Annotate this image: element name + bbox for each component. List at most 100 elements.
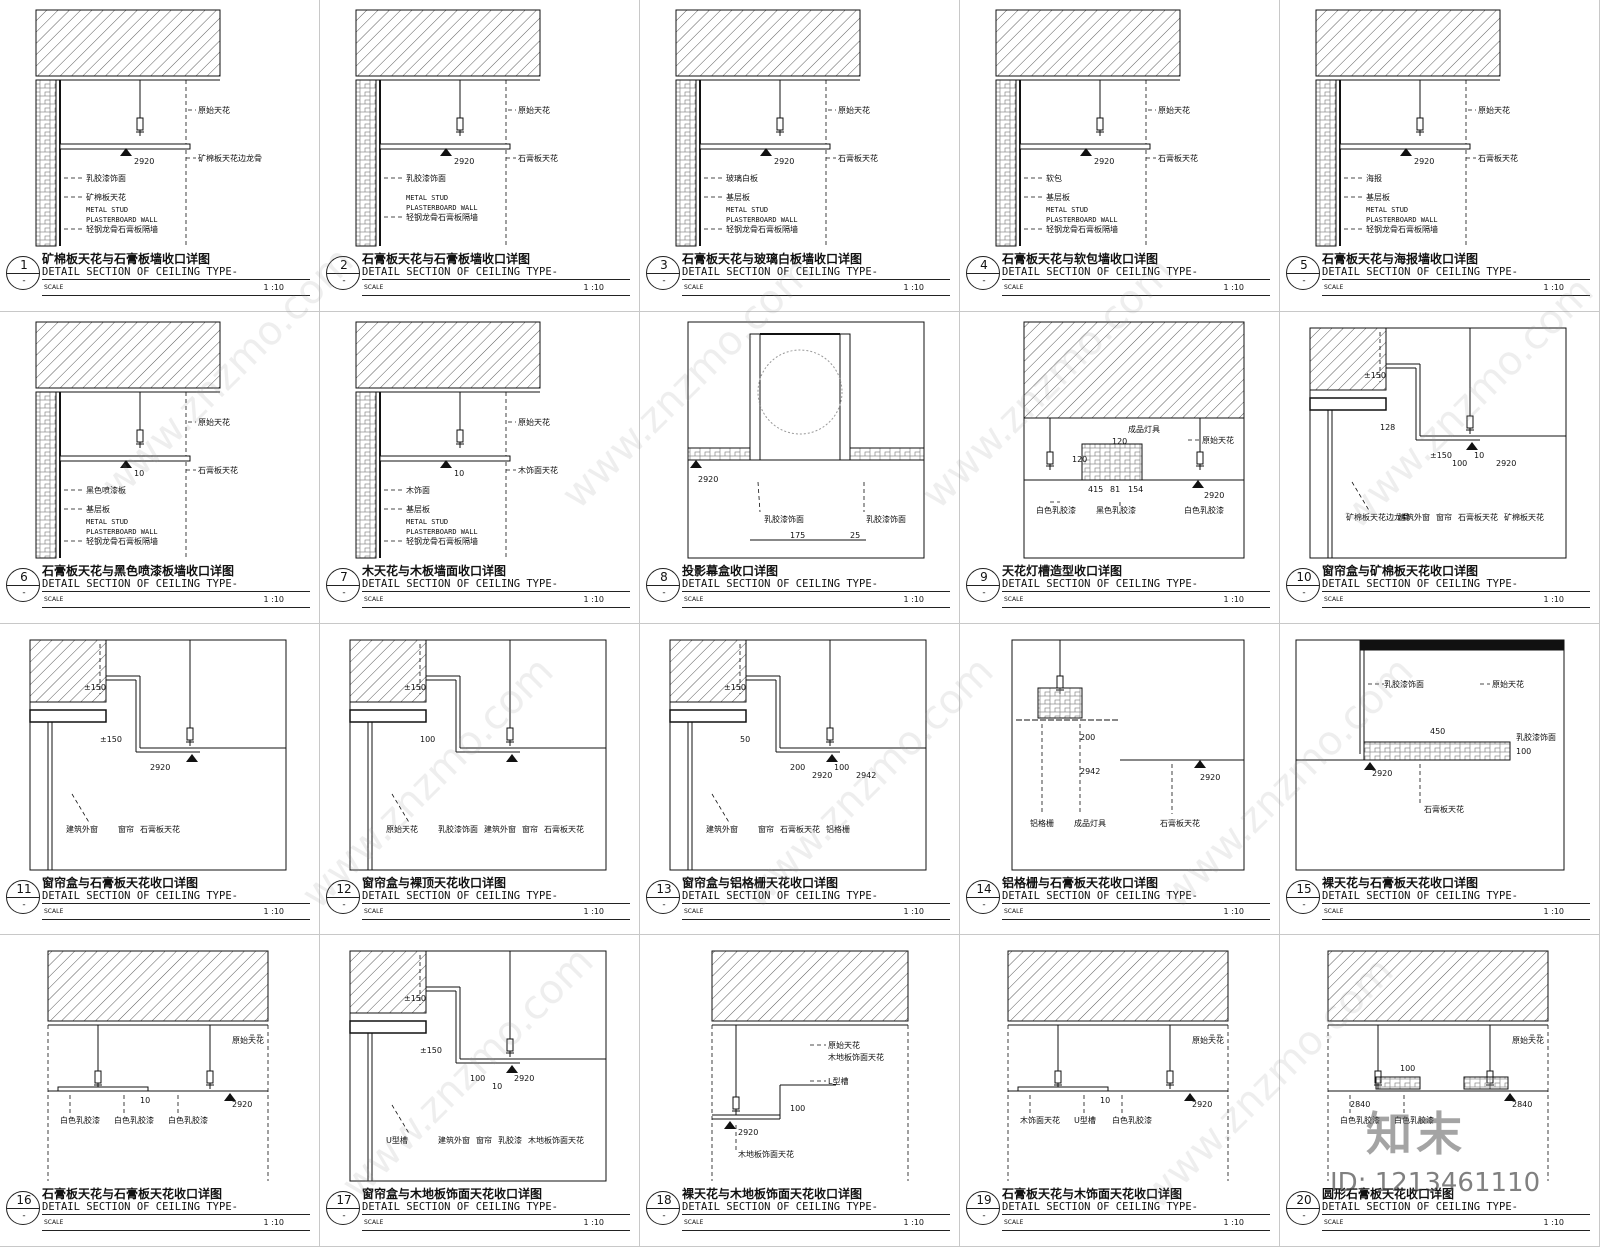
sheet-ref: -	[342, 1211, 346, 1222]
scale-label: SCALE	[1324, 907, 1344, 915]
detail-title: 石膏板天花与玻璃白板墙收口详图	[682, 252, 863, 266]
callout-label: 窗帘	[476, 1135, 492, 1145]
sheet-ref: -	[1302, 276, 1306, 286]
detail-title-en: DETAIL SECTION OF CEILING TYPE-	[682, 266, 878, 278]
detail-title: 窗帘盒与矿棉板天花收口详图	[1322, 563, 1479, 578]
title-rule	[362, 279, 630, 280]
title-rule	[42, 1214, 310, 1216]
callout-label: 石膏板天花	[518, 153, 558, 163]
callout-label: METAL STUD	[406, 194, 448, 202]
level-marker-icon	[506, 1065, 518, 1074]
detail-title: 窗帘盒与铝格栅天花收口详图	[682, 875, 839, 890]
detail-title-en: DETAIL SECTION OF CEILING TYPE-	[682, 1201, 878, 1214]
callout-label: 窗帘	[522, 824, 538, 834]
sheet-ref: -	[1302, 1211, 1306, 1222]
callout-label: 窗帘	[118, 824, 134, 834]
callout-label: 2920	[1372, 769, 1392, 778]
callout-label: 石膏板天花	[780, 824, 820, 834]
level-marker-icon	[440, 148, 452, 156]
detail-number-circle: 3-	[646, 256, 680, 290]
section-drawing: 10028402840原始天花白色乳胶漆白色乳胶漆	[1327, 950, 1549, 1182]
scale-value: 1 :10	[583, 594, 604, 604]
level-marker-icon	[120, 459, 132, 468]
sheet-ref: -	[662, 1211, 666, 1222]
scale-value: 1 :10	[1543, 283, 1564, 292]
detail-title: 窗帘盒与石膏板天花收口详图	[42, 875, 199, 890]
section-drawing: ±150±150建筑外窗窗帘石膏板天花2920	[29, 639, 287, 870]
callout-label: PLASTERBOARD WALL	[726, 216, 798, 224]
detail-title-en: DETAIL SECTION OF CEILING TYPE-	[42, 889, 238, 902]
scale-label: SCALE	[684, 907, 704, 915]
callout-label: 2920	[1496, 459, 1516, 468]
callout-label: 原始天花	[518, 417, 550, 427]
scale-label: SCALE	[1004, 907, 1024, 915]
title-rule	[682, 918, 950, 920]
callout-label: PLASTERBOARD WALL	[1046, 216, 1118, 224]
detail-title-en: DETAIL SECTION OF CEILING TYPE-	[362, 1201, 558, 1214]
callout-label: ±150	[1430, 451, 1452, 460]
callout-label: 白色乳胶漆	[1112, 1115, 1152, 1125]
title-rule	[1322, 295, 1590, 296]
callout-label: 乳胶漆饰面	[86, 173, 126, 183]
callout-label: 木饰面天花	[1020, 1115, 1060, 1125]
callout-label: 轻钢龙骨石膏板隔墙	[406, 212, 478, 222]
title-rule	[1002, 279, 1270, 280]
detail-title-en: DETAIL SECTION OF CEILING TYPE-	[1322, 577, 1518, 590]
detail-number: 4	[980, 258, 988, 272]
callout-label: 81	[1110, 485, 1120, 494]
callout-label: L型槽	[828, 1076, 848, 1086]
scale-value: 1 :10	[263, 906, 284, 916]
detail-number: 14	[976, 881, 992, 896]
callout-label: 轻钢龙骨石膏板隔墙	[86, 224, 158, 234]
callout-label: ±150	[100, 735, 122, 744]
scale-label: SCALE	[684, 284, 704, 291]
callout-label: 原始天花	[1192, 1035, 1224, 1045]
title-rule	[362, 1230, 630, 1232]
detail-number: 7	[340, 569, 348, 584]
callout-label: 木饰面天花	[518, 465, 558, 475]
detail-title-en: DETAIL SECTION OF CEILING TYPE-	[1322, 1201, 1518, 1214]
detail-number-circle: 16-	[6, 1191, 40, 1226]
detail-title-en: DETAIL SECTION OF CEILING TYPE-	[362, 577, 558, 590]
callout-label: 石膏板天花	[1478, 153, 1518, 163]
wall-brick	[355, 391, 377, 559]
section-drawing: ±150100原始天花乳胶漆饰面建筑外窗窗帘石膏板天花	[349, 639, 607, 870]
detail-number-circle: 10-	[1286, 567, 1320, 602]
callout-label: 原始天花	[828, 1040, 860, 1050]
level-marker-icon	[224, 1093, 236, 1102]
title-rule	[42, 295, 310, 296]
callout-label: 石膏板天花	[1160, 818, 1200, 828]
detail-title-en: DETAIL SECTION OF CEILING TYPE-	[1002, 889, 1198, 902]
scale-value: 1 :10	[1223, 283, 1244, 292]
callout-label: 100	[420, 735, 435, 744]
callout-label: 2920	[1200, 773, 1220, 782]
section-drawing: ±150128矿棉板天花边龙骨建筑外窗窗帘石膏板天花矿棉板天花±15010010…	[1309, 327, 1567, 559]
callout-label: 100	[1516, 747, 1531, 756]
callout-label: 10	[1474, 451, 1484, 460]
callout-label: 白色乳胶漆	[1340, 1115, 1380, 1125]
scale-label: SCALE	[364, 595, 384, 603]
detail-title: 石膏板天花与软包墙收口详图	[1002, 252, 1159, 266]
section-drawing: 20029422920铝格栅成品灯具石膏板天花	[1011, 639, 1245, 870]
callout-label: 轻钢龙骨石膏板隔墙	[406, 536, 478, 546]
scale-label: SCALE	[44, 907, 64, 915]
detail-title: 窗帘盒与木地板饰面天花收口详图	[362, 1187, 543, 1202]
callout-label: 154	[1128, 485, 1143, 494]
detail-title-en: DETAIL SECTION OF CEILING TYPE-	[42, 1201, 238, 1214]
title-rule	[362, 902, 630, 904]
callout-label: 铝格栅	[1030, 818, 1054, 828]
detail-title-en: DETAIL SECTION OF CEILING TYPE-	[1002, 577, 1198, 590]
title-rule	[42, 606, 310, 608]
callout-label: 原始天花	[518, 105, 550, 115]
level-marker-icon	[1192, 479, 1204, 488]
